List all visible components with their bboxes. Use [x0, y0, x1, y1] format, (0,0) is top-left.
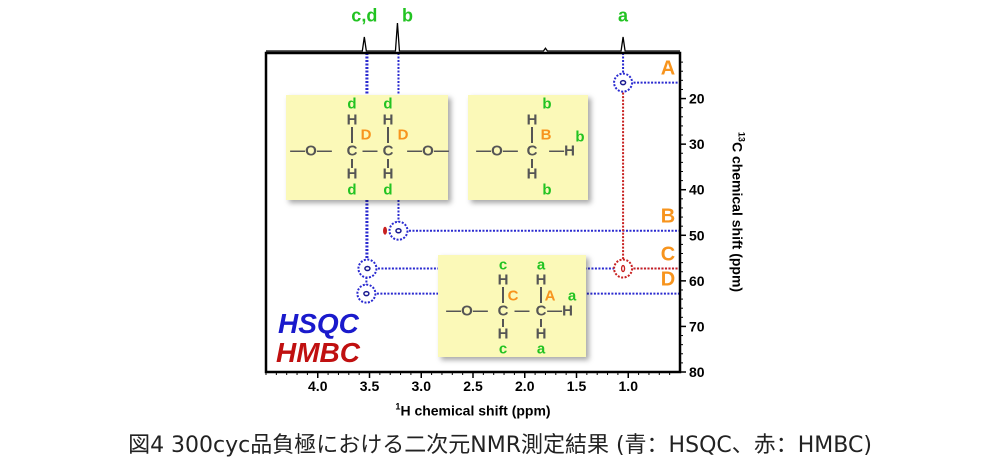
- x-axis-title: 1H chemical shift (ppm): [395, 401, 551, 419]
- carbon-label-D: D: [660, 268, 676, 291]
- structure-atom: H: [526, 165, 538, 183]
- carbon-label-B: B: [660, 205, 676, 228]
- y-tick-label: 70: [689, 318, 705, 334]
- bond: [531, 127, 533, 143]
- hmbc-peak: [383, 226, 388, 235]
- y-axis-title: 13C chemical shift (ppm): [729, 131, 747, 293]
- structure-atom: C: [535, 302, 547, 320]
- hmbc-peak: [620, 264, 626, 273]
- spectrum-peak-label: c,d: [351, 5, 378, 26]
- figure-caption: 図4 300cyc品負極における二次元NMR測定結果 (青：HSQC、赤：HMB…: [128, 433, 872, 458]
- bond: [502, 319, 504, 327]
- y-tick-label: 30: [689, 136, 705, 152]
- structure-atom: d: [347, 181, 357, 199]
- structure-atom: H: [497, 325, 509, 343]
- structure-atom: a: [536, 340, 546, 358]
- y-tick-label: 50: [689, 227, 705, 243]
- hsqc-peak-circle: [357, 258, 378, 279]
- x-tick-label: 2.5: [463, 378, 483, 394]
- proton-spectrum: [266, 22, 680, 52]
- structure-atom: C: [382, 142, 394, 160]
- x-tick-label: 4.0: [308, 378, 328, 394]
- y-tick-label: 60: [689, 273, 705, 289]
- structure-atom: a: [536, 256, 546, 274]
- x-tick-label: 3.0: [412, 378, 432, 394]
- bond: [387, 159, 389, 168]
- structure-atom: a: [567, 287, 577, 305]
- hsqc-peak: [364, 265, 371, 272]
- bond: [387, 127, 389, 143]
- structure-atom: B: [540, 126, 552, 144]
- bond: [351, 127, 353, 143]
- structure-box-2: [468, 95, 588, 200]
- structure-atom: —O—: [407, 142, 449, 160]
- x-tick-label: 1.0: [619, 378, 639, 394]
- structure-atom: —H: [549, 142, 575, 160]
- structure-box-3: [438, 255, 586, 357]
- structure-atom: H: [346, 165, 358, 183]
- bond: [531, 159, 533, 168]
- structure-atom: —O—: [476, 142, 518, 160]
- structure-atom: H: [535, 325, 547, 343]
- bond: [540, 319, 542, 327]
- carbon-label-A: A: [660, 57, 676, 80]
- bond: [502, 287, 504, 303]
- structure-atom: H: [382, 165, 394, 183]
- spectrum-peak-label: b: [401, 5, 413, 26]
- y-tick-label: 80: [689, 364, 705, 380]
- carbon-label-C: C: [660, 243, 676, 266]
- structure-atom: c: [498, 340, 508, 358]
- structure-atom: H: [526, 111, 538, 129]
- y-tick-label: 40: [689, 182, 705, 198]
- structure-atom: —H: [547, 302, 573, 320]
- hmbc-peak-circle: [613, 258, 634, 279]
- structure-atom: b: [542, 181, 552, 199]
- spectrum-peak-label: a: [618, 5, 629, 26]
- structure-atom: H: [497, 271, 509, 289]
- legend-hmbc: HMBC: [276, 337, 360, 368]
- structure-atom: C: [507, 287, 519, 305]
- structure-atom: —: [362, 142, 378, 160]
- structure-box-1: [286, 95, 448, 200]
- hsqc-peak: [363, 290, 370, 297]
- x-tick-label: 3.5: [360, 378, 380, 394]
- structure-atom: H: [346, 111, 358, 129]
- hsqc-peak-circle: [388, 220, 409, 241]
- legend-hsqc: HSQC: [278, 308, 359, 339]
- hsqc-peak: [619, 79, 627, 86]
- structure-atom: D: [360, 126, 372, 144]
- structure-atom: d: [383, 95, 393, 113]
- structure-atom: C: [497, 302, 509, 320]
- x-tick-label: 2.0: [515, 378, 535, 394]
- structure-atom: c: [498, 256, 508, 274]
- structure-atom: —: [514, 302, 530, 320]
- structure-atom: b: [575, 128, 585, 146]
- bond: [540, 287, 542, 303]
- structure-atom: H: [382, 111, 394, 129]
- x-tick-label: 1.5: [567, 378, 587, 394]
- structure-atom: C: [346, 142, 358, 160]
- structure-atom: d: [347, 95, 357, 113]
- structure-atom: d: [383, 181, 393, 199]
- structure-atom: H: [535, 271, 547, 289]
- y-tick-label: 20: [689, 91, 705, 107]
- structure-atom: A: [544, 287, 556, 305]
- bond: [351, 159, 353, 168]
- hsqc-peak-circle: [613, 72, 634, 93]
- hsqc-peak-circle: [356, 283, 377, 304]
- structure-atom: b: [542, 95, 552, 113]
- structure-atom: —O—: [446, 302, 488, 320]
- structure-atom: —O—: [290, 142, 332, 160]
- structure-atom: C: [526, 142, 538, 160]
- structure-atom: D: [397, 126, 409, 144]
- hsqc-peak: [395, 227, 402, 234]
